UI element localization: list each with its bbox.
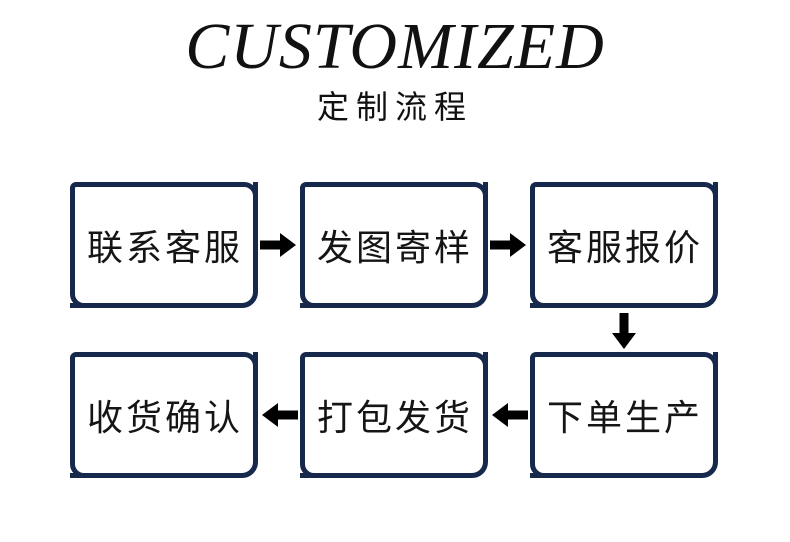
flow-step-receive-confirm: 收货确认 [70, 352, 258, 478]
page-title: CUSTOMIZED [185, 10, 605, 83]
flow-step-label: 收货确认 [86, 398, 243, 438]
page-subtitle: 定制流程 [316, 89, 473, 125]
flow-step-label: 联系客服 [86, 228, 243, 268]
flow-step-send-samples: 发图寄样 [300, 182, 488, 308]
flow-step-label: 客服报价 [546, 228, 703, 268]
arrow-right-icon [490, 233, 526, 257]
arrow-right-icon [260, 233, 296, 257]
flow-step-service-quote: 客服报价 [530, 182, 718, 308]
flow-step-contact-service: 联系客服 [70, 182, 258, 308]
arrow-left-icon [262, 403, 298, 427]
flow-step-order-production: 下单生产 [530, 352, 718, 478]
flow-step-label: 下单生产 [546, 398, 703, 438]
flow-step-label: 发图寄样 [316, 228, 473, 268]
arrow-left-icon [492, 403, 528, 427]
flow-step-pack-ship: 打包发货 [300, 352, 488, 478]
arrow-down-icon [612, 313, 636, 349]
flow-step-label: 打包发货 [316, 398, 473, 438]
